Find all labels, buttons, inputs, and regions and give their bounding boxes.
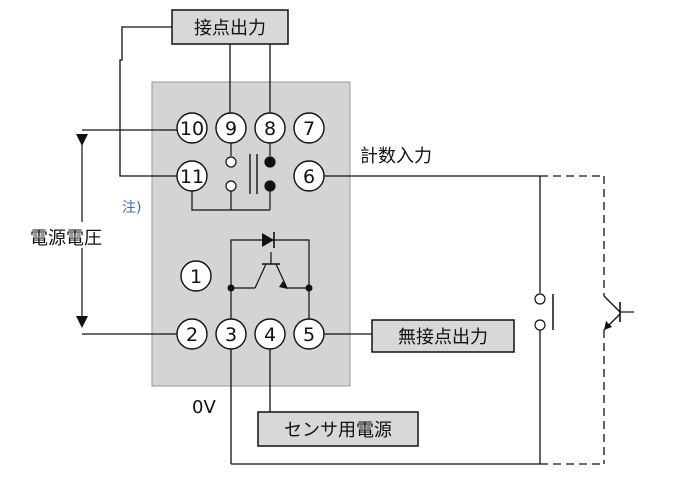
sensor-supply-box	[257, 411, 419, 447]
pin-6-label: 6	[303, 166, 315, 188]
count-input-label: 計数入力	[360, 146, 432, 167]
note-label: 注)	[122, 200, 141, 216]
relay-contact-symbol	[191, 143, 276, 211]
pin-9-label: 9	[225, 118, 237, 140]
contact-output-label: 接点出力	[194, 18, 266, 39]
pin-8-label: 8	[264, 118, 276, 140]
pin-10	[176, 112, 208, 144]
contactless-output-box	[371, 319, 515, 353]
pin-7	[293, 112, 325, 144]
contact-switch-symbol	[534, 176, 554, 464]
zero-v-label: 0V	[192, 397, 216, 418]
pin-11-label: 11	[180, 166, 204, 188]
transistor-output-symbol	[227, 232, 313, 324]
supply-voltage-label: 電源電圧	[30, 228, 102, 249]
pin-10-label: 10	[180, 118, 204, 140]
pin-7-label: 7	[303, 118, 315, 140]
pin-2	[176, 318, 208, 350]
supply-label-bg	[28, 222, 134, 248]
open-collector-symbol	[603, 176, 634, 464]
pin-1-label: 1	[190, 266, 202, 288]
sensor-supply-label: センサ用電源	[284, 420, 392, 441]
pin-5-label: 5	[303, 324, 315, 346]
pin-2-label: 2	[186, 324, 198, 346]
pin-3-label: 3	[225, 324, 237, 346]
contactless-output-label: 無接点出力	[398, 327, 488, 348]
contact-output-box	[171, 9, 289, 45]
pin-1	[180, 260, 212, 292]
wire-contact-to-11	[119, 26, 177, 177]
pin-4-label: 4	[264, 324, 276, 346]
